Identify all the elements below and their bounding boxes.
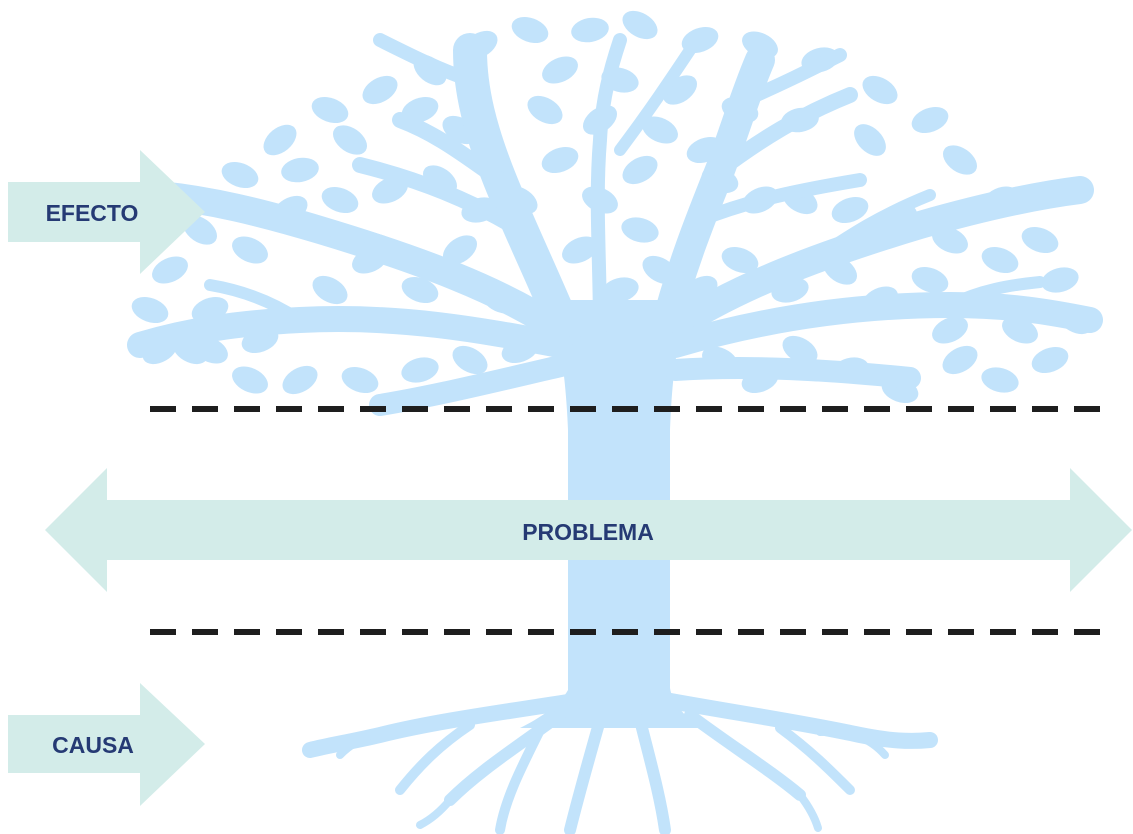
effect-arrow: EFECTO [8,150,205,274]
leaf-shape [341,366,379,394]
leaf-shape [981,367,1019,393]
leaf-shape [541,146,579,174]
leaf-shape [942,345,978,375]
leaf-shape [1031,346,1069,374]
leaf-shape [152,256,188,284]
leaf-shape [442,235,478,265]
leaf-shape [622,155,658,185]
leaf-shape [942,145,978,175]
leaf-shape [601,277,639,303]
leaf-shape [622,10,658,40]
leaf-shape [527,95,563,125]
double-headed-arrow-icon [45,468,1132,592]
leaf-shape [981,246,1019,274]
leaf-shape [221,161,259,189]
effect-label: EFECTO [46,200,139,226]
leaf-shape [282,365,318,395]
leaf-shape [621,217,659,243]
leaf-shape [401,276,439,304]
right-arrow-icon [8,683,205,806]
leaf-shape [232,236,268,264]
leaf-shape [562,236,598,264]
cause-label: CAUSA [52,732,134,758]
leaf-shape [911,266,949,294]
leaf-shape [232,366,268,394]
tree-roots [302,692,938,834]
leaf-shape [911,106,949,134]
leaf-shape [642,116,678,144]
leaf-shape [1021,226,1059,254]
leaf-shape [542,56,578,84]
leaf-shape [321,186,359,214]
right-arrow-icon [8,150,205,274]
leaf-shape [452,345,488,375]
leaf-shape [1041,267,1079,293]
leaf-shape [1002,316,1038,344]
leaf-shape [263,124,297,156]
problem-label: PROBLEMA [522,519,654,545]
cause-arrow: CAUSA [8,683,205,806]
leaf-shape [362,75,398,105]
problem-arrow: PROBLEMA [45,468,1132,592]
leaf-shape [721,246,759,274]
leaf-shape [831,196,869,224]
leaf-shape [854,124,886,156]
leaf-shape [932,316,968,344]
leaf-shape [511,16,549,44]
leaf-shape [311,96,349,124]
leaf-shape [131,296,169,324]
leaf-shape [862,75,898,105]
leaf-shape [281,157,319,183]
leaf-shape [571,17,609,43]
tree-branches [127,33,1103,416]
leaf-shape [782,335,818,365]
leaf-shape [332,125,368,155]
leaf-shape [401,357,439,383]
leaf-shape [312,275,348,305]
tree-illustration [127,10,1103,834]
